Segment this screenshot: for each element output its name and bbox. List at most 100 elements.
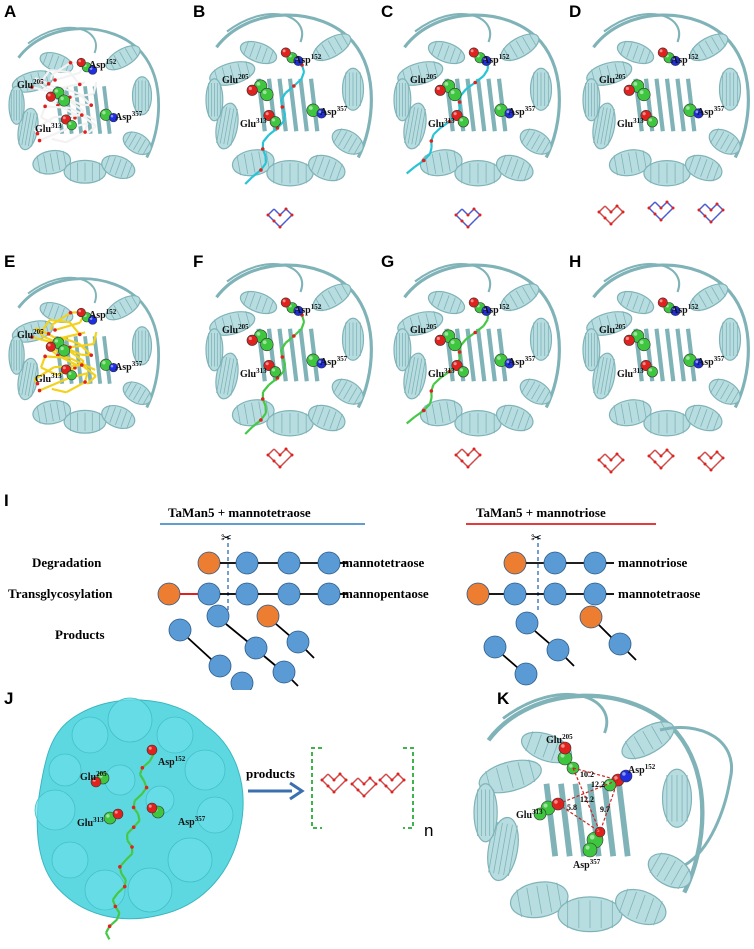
label-glu313: Glu313 xyxy=(428,117,455,130)
asp357-atom-highlight xyxy=(102,111,106,115)
helix-ridge xyxy=(115,159,122,175)
helix-ridge xyxy=(642,400,647,421)
label-glu205: Glu205 xyxy=(80,770,107,783)
panel-letter-e: E xyxy=(4,252,16,271)
mannose-orange xyxy=(503,551,527,575)
row-label-transglycosylation: Transglycosylation xyxy=(8,586,113,601)
helix-ridge xyxy=(315,47,324,62)
product-sugar-oxygen xyxy=(344,778,348,782)
asp152-nitrogen-highlight xyxy=(295,57,299,61)
ligand-mesh-bond xyxy=(86,375,97,385)
ligand-chain-bond xyxy=(284,85,295,94)
glu205-oxygen-highlight xyxy=(625,336,629,341)
helix-ridge xyxy=(614,313,620,330)
helix-ridge xyxy=(348,137,358,153)
helix-ridge xyxy=(692,297,701,312)
helix-ridge xyxy=(604,358,612,395)
ligand-chain-oxygen xyxy=(260,147,265,151)
helix-ridge xyxy=(656,856,669,877)
helix-ridge xyxy=(531,384,541,400)
glycosidic-bond xyxy=(502,654,519,669)
ligand-chain-bond xyxy=(482,68,489,77)
helix-ridge xyxy=(693,406,702,425)
glycosidic-bond xyxy=(598,624,613,639)
ligand-mesh-oxygen xyxy=(89,353,94,357)
mannose xyxy=(543,582,567,606)
helix-ridge xyxy=(407,357,415,394)
helix-ridge xyxy=(30,74,36,89)
helix-ridge xyxy=(503,47,512,62)
asp357-atom xyxy=(582,842,598,858)
helix-ridge xyxy=(517,762,525,785)
small-sugar-oxygen xyxy=(278,465,282,469)
helix-ridge xyxy=(632,45,639,60)
glu313-oxygen-highlight xyxy=(453,112,457,116)
loop-top xyxy=(603,13,681,43)
surface-lobe xyxy=(34,789,76,831)
ligand-chain-oxygen xyxy=(107,924,112,928)
helix-ridge xyxy=(119,51,127,64)
left-header: TaMan5 + mannotetraose xyxy=(168,505,311,520)
glu205-atom xyxy=(58,94,71,107)
glu205-atom xyxy=(448,87,462,102)
helix-ridge xyxy=(614,63,620,80)
glu205-atom-highlight xyxy=(450,340,455,345)
label-glu313: Glu313 xyxy=(516,808,543,821)
helix-ridge xyxy=(230,359,238,396)
label-asp357: Asp357 xyxy=(115,110,143,123)
small-sugar-oxygen xyxy=(671,206,675,210)
glu313-oxygen xyxy=(112,808,124,820)
helix-ridge xyxy=(704,290,714,304)
small-sugar-oxygen xyxy=(721,456,725,460)
surface-lobe xyxy=(51,841,89,879)
helix-ridge xyxy=(119,301,127,314)
product-sugar-oxygen xyxy=(362,794,366,798)
asp152-oxygen xyxy=(468,297,479,308)
glu313-atom-highlight xyxy=(106,814,110,818)
helix-ridge xyxy=(126,413,133,430)
mannose-orange xyxy=(197,551,221,575)
label-glu205: Glu205 xyxy=(17,328,44,341)
glu313-atom xyxy=(269,116,281,128)
helix-ridge xyxy=(546,884,553,912)
product-sugar-oxygen xyxy=(390,790,394,794)
helix-ridge xyxy=(618,888,629,913)
ligand-mesh-bond xyxy=(65,381,86,394)
product-sugar-oxygen xyxy=(362,782,366,786)
helix-ridge xyxy=(556,882,563,911)
products-label: products xyxy=(246,766,295,781)
helix-ridge xyxy=(526,381,536,397)
helix-ridge xyxy=(488,822,498,873)
small-sugar-oxygen xyxy=(472,447,476,451)
asp152-oxygen-highlight xyxy=(282,299,286,303)
helix-ridge xyxy=(498,823,508,875)
helix-ridge xyxy=(644,897,655,923)
helix-ridge xyxy=(446,151,451,172)
helix-ridge xyxy=(243,404,249,425)
asp357-atom-highlight xyxy=(497,356,501,360)
glycosidic-bond xyxy=(565,657,575,667)
helix-ridge xyxy=(321,44,330,58)
helix-ridge xyxy=(115,409,122,425)
glu313-atom-highlight xyxy=(543,803,548,808)
ligand-mesh-oxygen xyxy=(77,332,82,337)
glu313-atom xyxy=(66,370,77,381)
helix-ridge xyxy=(404,356,412,393)
ligand-mesh-oxygen xyxy=(30,85,34,89)
surface-lobe xyxy=(71,716,109,754)
surface-lobe xyxy=(107,697,153,743)
ligand-mesh-bond xyxy=(59,85,80,95)
mannose xyxy=(583,582,607,606)
ligand-mesh-bond xyxy=(34,77,45,88)
glu205-atom-highlight xyxy=(54,339,59,343)
helix-ridge xyxy=(511,409,519,427)
ligand-mesh-bond xyxy=(49,74,54,80)
panel-letter-i: I xyxy=(4,491,9,510)
panel-letter-b: B xyxy=(193,2,206,21)
product-sugar-oxygen xyxy=(326,784,330,788)
glu205-atom-highlight xyxy=(633,82,638,86)
ligand-chain-oxygen xyxy=(292,334,296,338)
helix-ridge xyxy=(600,107,608,145)
asp357-atom-highlight xyxy=(686,356,690,360)
